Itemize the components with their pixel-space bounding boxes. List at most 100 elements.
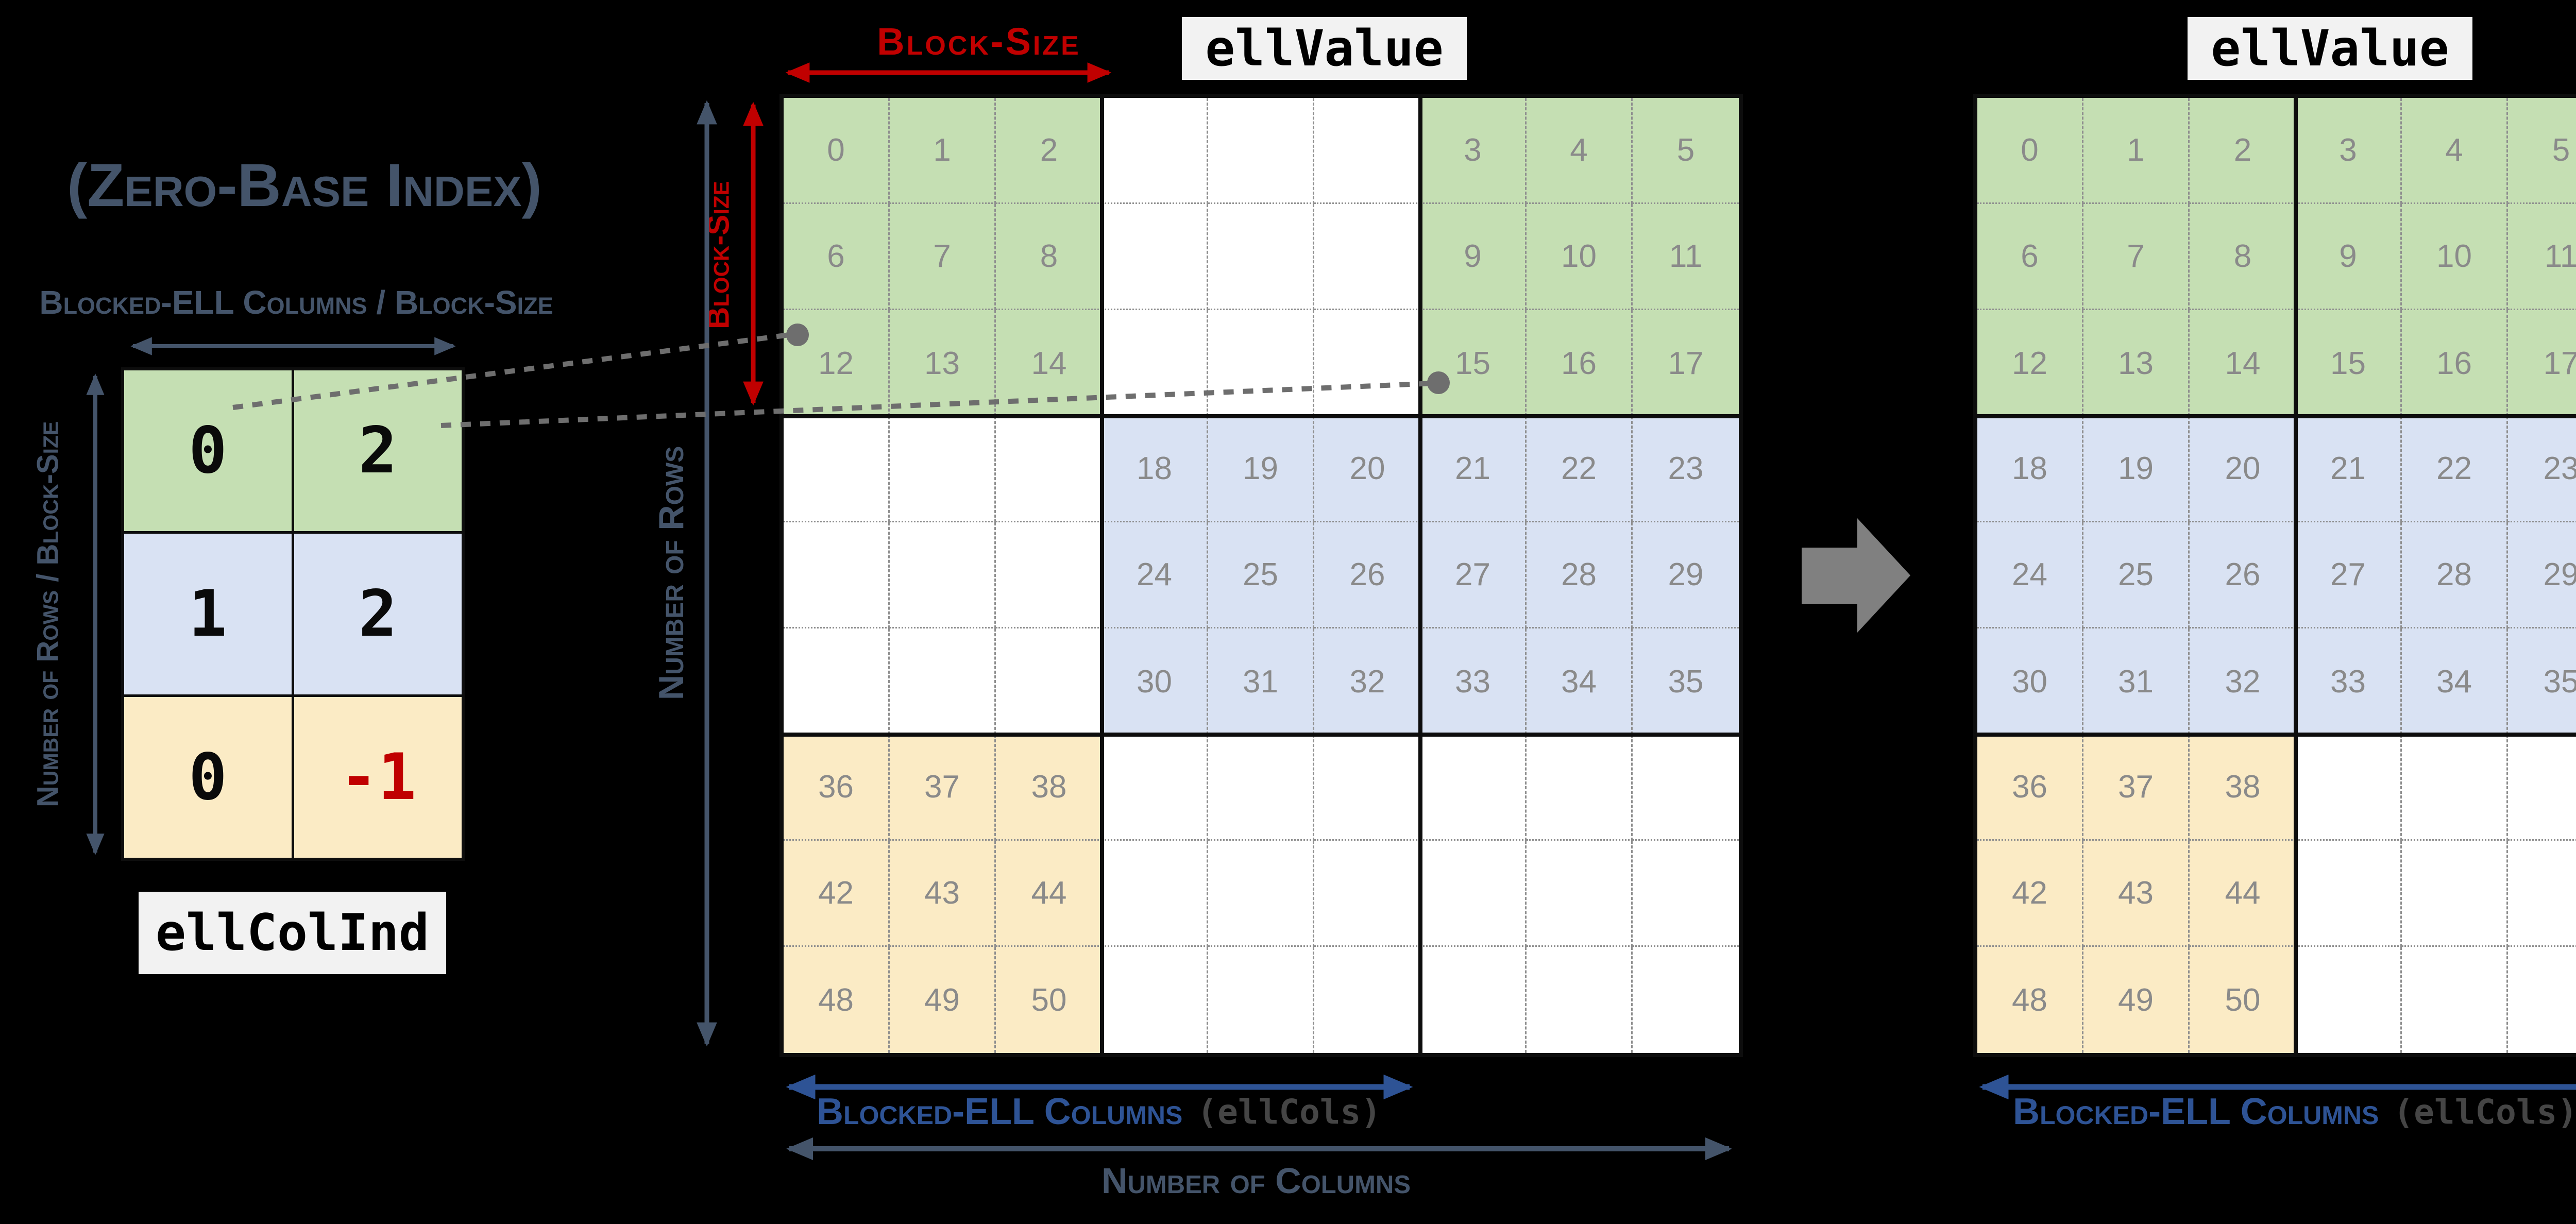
grid-cell: 0 <box>1977 98 2083 204</box>
grid-cell: 24 <box>1977 522 2083 628</box>
grid-cell: 27 <box>1420 522 1527 628</box>
ellcols-code-main: (ellCols) <box>1197 1092 1382 1132</box>
grid-cell: 14 <box>996 310 1102 416</box>
table-row: 0-1 <box>124 694 462 858</box>
number-of-rows-label: Number of Rows <box>652 446 691 700</box>
grid-cell <box>890 522 996 628</box>
grid-cell <box>1420 735 1527 841</box>
grid-cell <box>2508 735 2576 841</box>
grid-cell <box>1314 98 1420 204</box>
grid-cell <box>1208 735 1314 841</box>
grid-cell: 19 <box>1208 416 1314 522</box>
grid-cell <box>1208 947 1314 1053</box>
grid-cell <box>1102 98 1208 204</box>
grid-cell: 50 <box>996 947 1102 1053</box>
grid-cell: 24 <box>1102 522 1208 628</box>
grid-cell: 3 <box>1420 98 1527 204</box>
grid-cell: 32 <box>1314 628 1420 735</box>
grid-cell: 20 <box>1314 416 1420 522</box>
grid-cell: 28 <box>2402 522 2508 628</box>
grid-cell: 8 <box>2190 204 2296 310</box>
grid-cell <box>1102 841 1208 947</box>
grid-cell <box>1527 841 1633 947</box>
grid-cell: 11 <box>2508 204 2576 310</box>
grid-cell <box>1314 204 1420 310</box>
ellcols-label-result: Blocked-ELL Columns (ellCols) <box>1973 1091 2576 1132</box>
ellcols-label-result-text: Blocked-ELL Columns <box>2012 1091 2379 1132</box>
grid-cell <box>1208 204 1314 310</box>
grid-cell: 4 <box>2402 98 2508 204</box>
block-border-line <box>1977 414 2576 418</box>
grid-cell: 43 <box>2083 841 2190 947</box>
grid-cell <box>2508 947 2576 1053</box>
grid-cell <box>890 416 996 522</box>
grid-cell: 38 <box>2190 735 2296 841</box>
grid-cell <box>2402 841 2508 947</box>
grid-cell: 22 <box>2402 416 2508 522</box>
grid-cell <box>784 628 890 735</box>
block-border-line <box>784 733 1739 737</box>
grid-cell: 27 <box>2296 522 2402 628</box>
grid-cell <box>1314 310 1420 416</box>
transform-arrow <box>1802 518 1910 633</box>
grid-cell <box>2508 841 2576 947</box>
grid-cell: 1 <box>2083 98 2190 204</box>
grid-cell: 23 <box>2508 416 2576 522</box>
grid-cell: 6 <box>784 204 890 310</box>
block-size-label-horizontal: Block-Size <box>877 20 1081 63</box>
grid-cell: 6 <box>1977 204 2083 310</box>
grid-cell: 42 <box>784 841 890 947</box>
grid-cell <box>1102 204 1208 310</box>
table-cell: 2 <box>292 370 462 531</box>
page-title: (Zero-Base Index) <box>67 151 542 219</box>
grid-cell: 11 <box>1633 204 1739 310</box>
block-border-line <box>784 414 1739 418</box>
grid-cell: 33 <box>1420 628 1527 735</box>
grid-cell: 48 <box>1977 947 2083 1053</box>
block-border-line <box>2294 98 2298 1053</box>
grid-cell: 15 <box>1420 310 1527 416</box>
grid-cell: 28 <box>1527 522 1633 628</box>
grid-cell: 12 <box>1977 310 2083 416</box>
grid-cell: 43 <box>890 841 996 947</box>
grid-cell: 7 <box>2083 204 2190 310</box>
grid-cell: 26 <box>1314 522 1420 628</box>
grid-cell: 33 <box>2296 628 2402 735</box>
grid-cell: 42 <box>1977 841 2083 947</box>
ellvalue-label-main: ellValue <box>1182 17 1467 80</box>
grid-cell <box>996 628 1102 735</box>
grid-cell <box>2402 947 2508 1053</box>
grid-cell <box>1314 735 1420 841</box>
grid-cell: 2 <box>996 98 1102 204</box>
grid-cell <box>2296 841 2402 947</box>
grid-cell: 37 <box>890 735 996 841</box>
grid-cell: 2 <box>2190 98 2296 204</box>
grid-cell <box>1208 841 1314 947</box>
grid-cell: 25 <box>2083 522 2190 628</box>
grid-cell: 5 <box>2508 98 2576 204</box>
grid-cell: 17 <box>1633 310 1739 416</box>
grid-cell: 29 <box>2508 522 2576 628</box>
block-border-line <box>1977 733 2576 737</box>
grid-cell: 49 <box>890 947 996 1053</box>
table-cell: 1 <box>124 534 292 694</box>
block-border-line <box>1418 98 1422 1053</box>
grid-cell: 37 <box>2083 735 2190 841</box>
ellcols-label-main-text: Blocked-ELL Columns <box>816 1091 1183 1132</box>
grid-cell <box>2402 735 2508 841</box>
grid-cell <box>1102 310 1208 416</box>
ellcols-code-result: (ellCols) <box>2393 1092 2576 1132</box>
grid-cell: 31 <box>2083 628 2190 735</box>
grid-cell <box>996 522 1102 628</box>
grid-cell: 13 <box>890 310 996 416</box>
grid-cell: 14 <box>2190 310 2296 416</box>
grid-cell: 13 <box>2083 310 2190 416</box>
grid-cell: 7 <box>890 204 996 310</box>
grid-cell: 25 <box>1208 522 1314 628</box>
grid-cell: 32 <box>2190 628 2296 735</box>
table-cell: 2 <box>292 534 462 694</box>
